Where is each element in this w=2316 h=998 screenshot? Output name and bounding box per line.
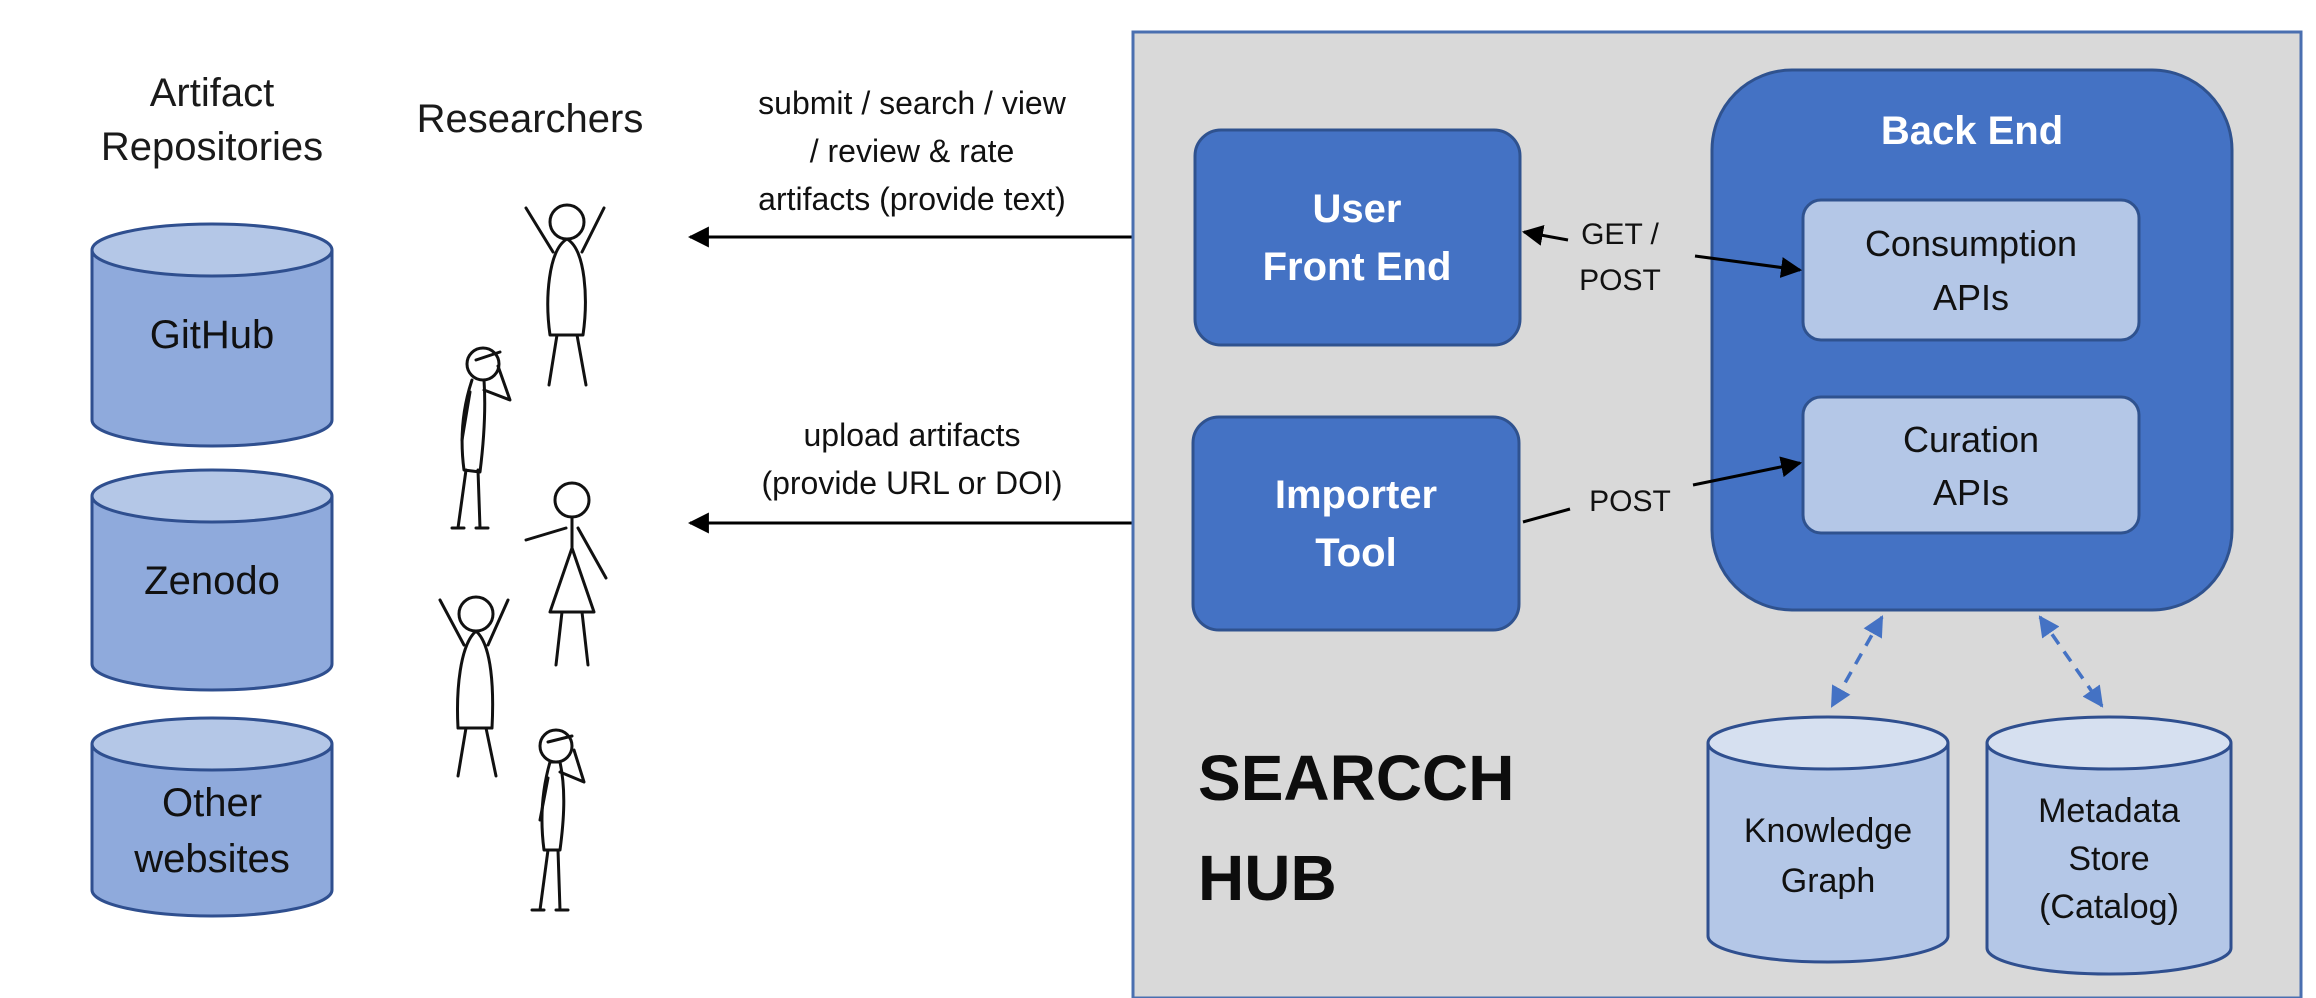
- knowledge-graph-dashed-arrow: [1830, 615, 1884, 708]
- other-websites-label-line2: websites: [133, 837, 290, 881]
- metadata-store-label-line1: Metadata: [2038, 792, 2180, 830]
- consumption-apis-label-line1: Consumption: [1865, 223, 2077, 264]
- bottom-flow-label-line1: upload artifacts: [803, 417, 1020, 453]
- user-front-end-label-line2: Front End: [1263, 245, 1452, 289]
- metadata-store-label-line2: Store: [2068, 840, 2149, 878]
- other-websites-label-line1: Other: [162, 781, 262, 825]
- knowledge-graph-cylinder: Knowledge Graph: [1706, 715, 1950, 964]
- hub-title-line2: HUB: [1198, 842, 1337, 914]
- github-cylinder: GitHub: [90, 222, 334, 448]
- stick-figure-icon: [524, 203, 606, 387]
- repositories-title-line2: Repositories: [101, 125, 323, 169]
- consumption-apis-box: Consumption APIs: [1801, 198, 2141, 342]
- knowledge-graph-label-line1: Knowledge: [1744, 812, 1912, 850]
- zenodo-label: Zenodo: [144, 559, 280, 603]
- user-front-end-label-line1: User: [1313, 187, 1402, 231]
- importer-tool-label-line1: Importer: [1275, 473, 1437, 517]
- repositories-title-line1: Artifact: [150, 71, 274, 115]
- stick-figure-icon: [438, 595, 510, 778]
- metadata-store-cylinder: Metadata Store (Catalog): [1985, 715, 2233, 976]
- post-arrow-right: [1692, 456, 1803, 487]
- curation-apis-label-line1: Curation: [1903, 419, 2039, 460]
- curation-apis-label-line2: APIs: [1933, 472, 2009, 513]
- importer-tool-box: Importer Tool: [1191, 415, 1521, 632]
- stick-figure-icon: [450, 346, 512, 530]
- bottom-flow-label-line2: (provide URL or DOI): [761, 465, 1062, 501]
- user-front-end-box: User Front End: [1193, 128, 1522, 347]
- get-post-arrow-left: [1521, 225, 1569, 246]
- consumption-apis-label-line2: APIs: [1933, 277, 2009, 318]
- top-flow-label-line1: submit / search / view: [758, 85, 1067, 121]
- researchers-figures: [438, 203, 608, 912]
- top-flow-label-line3: artifacts (provide text): [758, 181, 1066, 217]
- zenodo-cylinder: Zenodo: [90, 468, 334, 692]
- curation-apis-box: Curation APIs: [1801, 395, 2141, 535]
- knowledge-graph-label-line2: Graph: [1781, 862, 1876, 900]
- stick-figure-icon: [530, 728, 586, 912]
- metadata-store-dashed-arrow: [2038, 615, 2104, 708]
- get-post-label-line1: GET /: [1581, 218, 1659, 251]
- stick-figure-icon: [524, 481, 608, 667]
- researchers-title: Researchers: [417, 97, 644, 141]
- metadata-store-label-line3: (Catalog): [2039, 888, 2179, 926]
- top-flow-label-line2: / review & rate: [810, 133, 1015, 169]
- post-label: POST: [1589, 485, 1671, 518]
- get-post-arrow-right: [1694, 254, 1803, 278]
- hub-title-line1: SEARCCH: [1198, 742, 1514, 814]
- github-label: GitHub: [150, 313, 275, 357]
- other-websites-cylinder: Other websites: [90, 716, 334, 918]
- importer-tool-label-line2: Tool: [1315, 531, 1396, 575]
- back-end-box: Back End Consumption APIs Curation APIs: [1710, 68, 2234, 612]
- post-line-left: [1522, 507, 1571, 524]
- get-post-label-line2: POST: [1579, 264, 1661, 297]
- back-end-title: Back End: [1881, 109, 2063, 153]
